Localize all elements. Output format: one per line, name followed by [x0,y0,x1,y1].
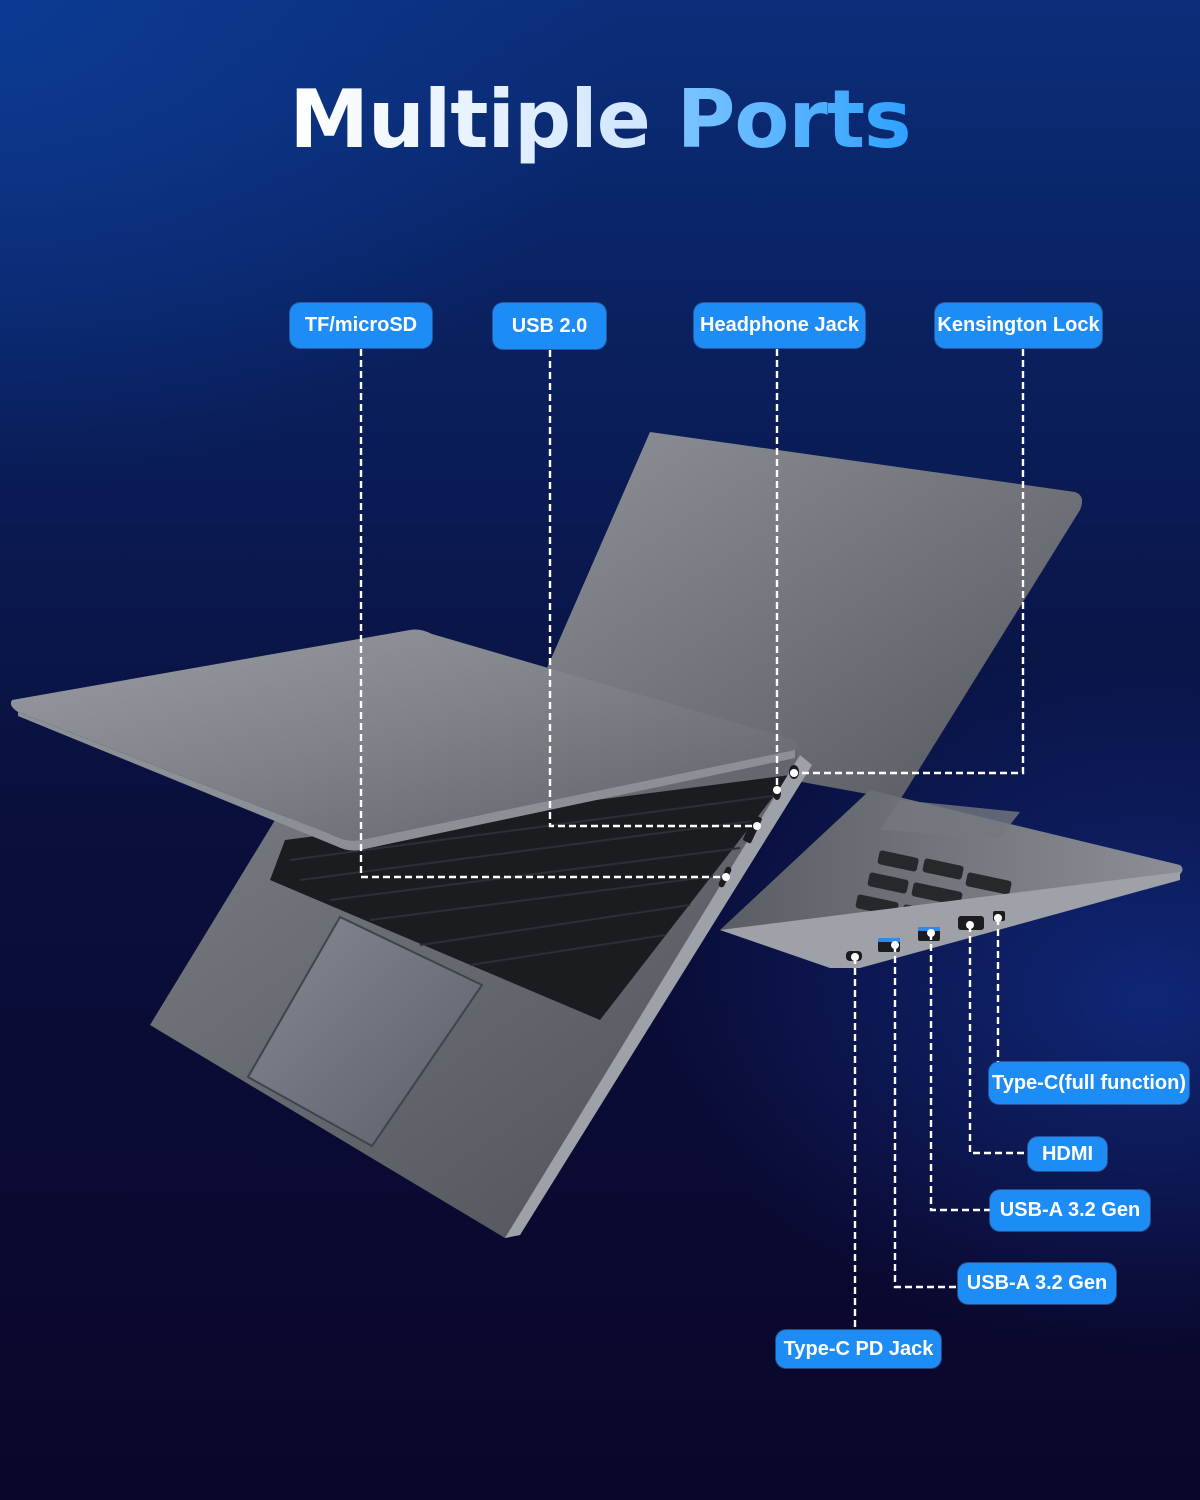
title-word-multiple: Multiple [289,73,651,166]
label-tf-microsd: TF/microSD [290,303,432,348]
label-usb-a-lower: USB-A 3.2 Gen [958,1263,1116,1304]
leader-lines [359,349,1028,1330]
label-usb-a-upper: USB-A 3.2 Gen [990,1190,1150,1231]
label-usb-2: USB 2.0 [493,303,606,349]
touchpad [246,915,484,1148]
left-laptop [10,629,812,1238]
label-kensington-lock: Kensington Lock [935,303,1102,348]
label-type-c-pd-jack: Type-C PD Jack [776,1330,941,1368]
title-word-ports: Ports [676,73,912,166]
label-headphone-jack: Headphone Jack [694,303,865,348]
page-title: Multiple Ports [0,70,1200,170]
label-type-c-full-function: Type-C(full function) [989,1062,1189,1104]
label-hdmi: HDMI [1028,1137,1107,1171]
